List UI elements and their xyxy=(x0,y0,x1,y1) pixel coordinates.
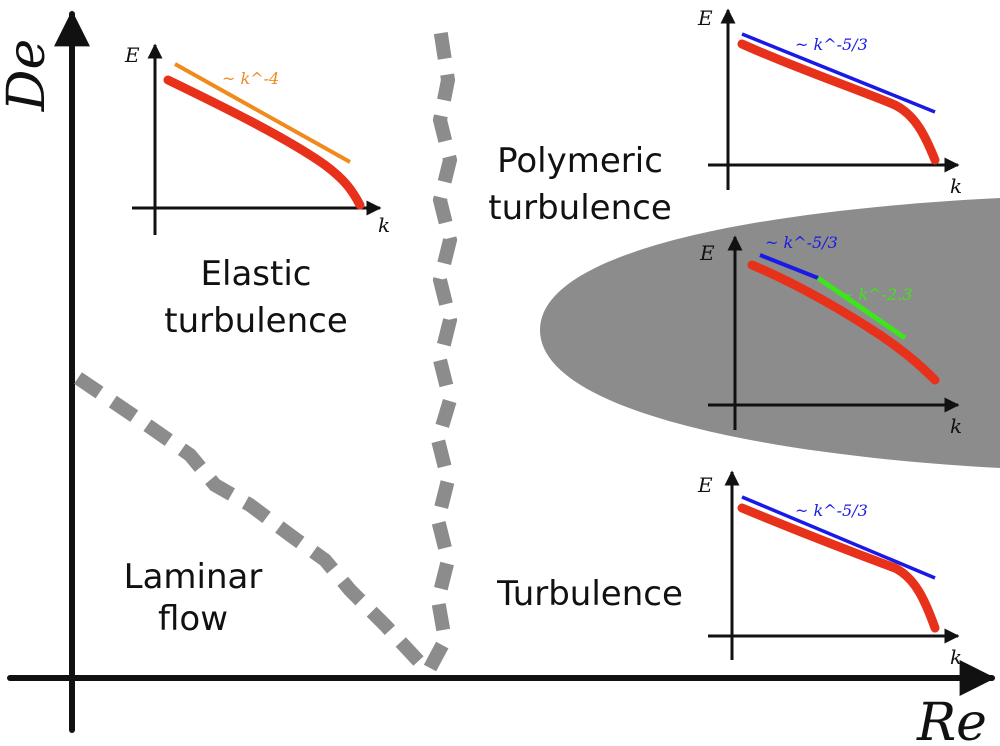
y-axis-title: De xyxy=(0,39,57,112)
elastic-slope-label: ~ k^-4 xyxy=(222,69,279,88)
inset-elastic-k-label: k xyxy=(378,213,390,237)
turbulence-label: Turbulence xyxy=(496,574,683,614)
x-axis-title: Re xyxy=(916,693,987,746)
turbulence-slope-label: ~ k^-5/3 xyxy=(795,501,868,520)
kolmogorov-fit-line xyxy=(759,253,819,280)
polymeric-label-2: turbulence xyxy=(488,188,672,228)
spectrum-curve xyxy=(737,39,940,165)
inset-polymeric: E k ~ k^-5/3 xyxy=(697,6,962,198)
elastic-label-2: turbulence xyxy=(164,301,348,341)
polymeric-label-1: Polymeric xyxy=(497,141,663,181)
turbulence-boundary xyxy=(423,26,458,672)
polymeric-slope-label: ~ k^-5/3 xyxy=(795,35,868,54)
inset-mixed-k-label: k xyxy=(950,414,962,438)
laminar-label-2: flow xyxy=(158,599,228,639)
mixed-slope-label-2: ~ k^-2.3 xyxy=(840,285,912,304)
inset-mixed-e-label: E xyxy=(699,241,715,265)
laminar-boundary xyxy=(74,372,431,673)
inset-elastic: E k ~ k^-4 xyxy=(124,43,390,237)
spectrum-curve xyxy=(747,260,940,385)
inset-turbulence-k-label: k xyxy=(950,645,962,669)
mixed-slope-label-1: ~ k^-5/3 xyxy=(765,233,838,252)
inset-turbulence: E k ~ k^-5/3 xyxy=(697,470,962,669)
inset-polymeric-k-label: k xyxy=(950,174,962,198)
shaded-region xyxy=(540,198,1000,468)
spectrum-curve xyxy=(737,503,940,633)
inset-mixed: E k ~ k^-5/3 ~ k^-2.3 xyxy=(699,233,962,438)
inset-turbulence-e-label: E xyxy=(697,473,713,497)
elastic-label-1: Elastic xyxy=(201,254,312,294)
inset-polymeric-e-label: E xyxy=(697,6,713,30)
spectrum-curve xyxy=(163,75,365,210)
kolmogorov-fit-line xyxy=(741,32,936,114)
elastic-fit-line xyxy=(174,62,351,164)
inset-elastic-e-label: E xyxy=(124,43,140,67)
laminar-label-1: Laminar xyxy=(124,557,263,597)
kolmogorov-fit-line xyxy=(741,495,936,580)
elastic-polymeric-fit-line xyxy=(816,275,907,341)
